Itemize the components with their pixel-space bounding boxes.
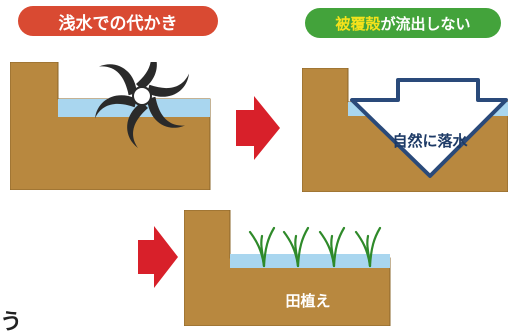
shallow-water-puddling-label: 浅水での代かき (18, 6, 218, 36)
right-arrow-icon (138, 226, 178, 288)
drainage-panel (302, 68, 508, 192)
shallow-water (230, 254, 390, 268)
puddling-panel (10, 62, 211, 190)
down-arrow-icon (350, 78, 508, 178)
rice-planting-panel (184, 210, 391, 326)
coating-shell-text: 被覆殻 (335, 14, 381, 33)
shallow-water (58, 99, 210, 117)
right-arrow-icon (236, 96, 280, 160)
shallow-water-puddling-text: 浅水での代かき (58, 13, 178, 34)
natural-drainage-label: 自然に落水 (392, 132, 468, 150)
no-outflow-text: が流出しない (380, 14, 471, 33)
no-coating-outflow-label: 被覆殻が流出しない (305, 8, 501, 38)
rice-planting-label: 田植え (285, 292, 331, 310)
corner-text-fragment: う (0, 310, 23, 335)
rice-seedling-icon (248, 226, 382, 268)
rotary-blade-icon (94, 62, 190, 148)
